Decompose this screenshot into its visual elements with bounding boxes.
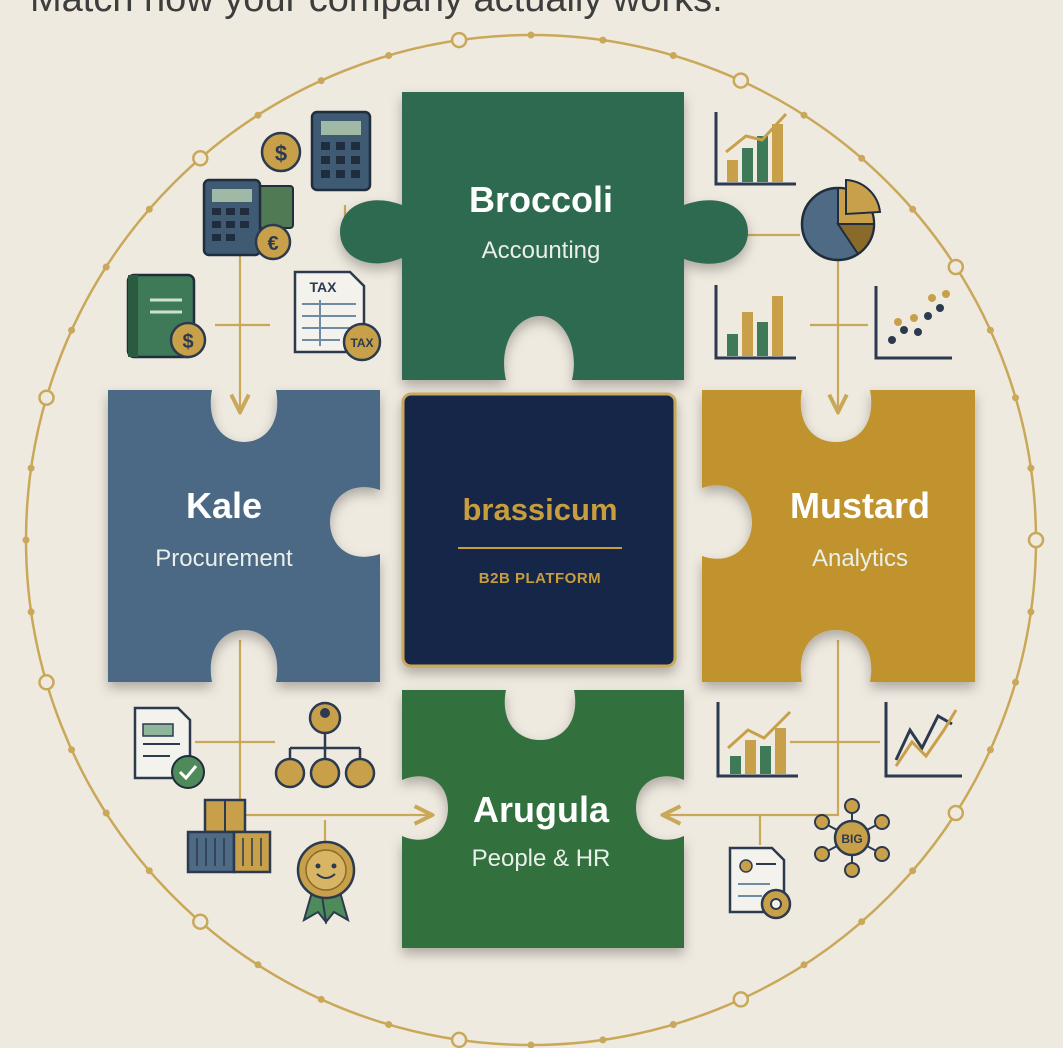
ring-dot [38,674,55,691]
center-subtitle: B2B PLATFORM [479,570,601,587]
module-kale[interactable] [108,390,380,682]
bar-chart-trend-icon [716,702,798,778]
calculator-money-icon [202,178,294,257]
ring-dots [22,31,1045,1048]
ring-dot [669,52,677,59]
ring-dot [800,111,808,119]
tax-form-icon: TAX TAX [293,270,382,362]
award-badge-icon [296,840,356,925]
ring-dot [317,77,325,85]
module-broccoli[interactable] [340,92,748,380]
center-platform[interactable] [401,392,677,668]
svg-text:$: $ [182,331,193,353]
ring-dot [858,154,866,162]
ring-dot [27,608,35,616]
kale-puzzle-piece [108,390,380,682]
arugula-title: Arugula [473,789,610,830]
ledger-book-icon: $ [126,273,207,359]
ring-dot [669,1021,677,1028]
broccoli-subtitle: Accounting [482,237,601,264]
broccoli-title: Broccoli [469,179,613,220]
ring-dot [102,263,110,271]
ring-dot [68,326,76,334]
ring-dot [450,31,468,49]
ring-dot [1027,464,1035,472]
ring-dot [800,961,808,969]
ring-dot [527,1041,535,1048]
svg-text:BIG: BIG [841,832,862,846]
shipping-boxes-icon [186,798,272,874]
ring-dot [38,389,55,406]
bar-chart-trend-icon [714,112,796,186]
mustard-title: Mustard [790,485,930,526]
mustard-puzzle-piece [702,390,975,682]
svg-text:TAX: TAX [310,279,338,295]
ring-dot [909,867,917,875]
euro-coin-icon: € [254,223,292,261]
ring-dot [317,995,325,1003]
outer-ring [22,31,1045,1048]
org-chart-icon [274,701,376,789]
ring-dot [858,918,866,926]
profile-settings-icon [728,846,792,920]
ring-dot [22,536,30,544]
ring-dot [947,804,965,822]
ring-dot [909,205,917,213]
ring-dot [1012,394,1019,402]
tagline: Match how your company actually works. [30,0,723,21]
pie-chart-icon [800,178,882,262]
ring-dot [599,36,607,44]
svg-text:$: $ [275,141,287,166]
svg-text:€: € [267,233,278,255]
calculator-icon [310,110,372,192]
ring-dot [527,31,535,39]
mustard-subtitle: Analytics [812,545,908,572]
ring-dot [192,150,209,167]
module-arugula[interactable] [402,690,684,948]
bar-chart-icon [714,285,796,360]
ring-dot [947,258,965,276]
ring-dot [1027,531,1045,549]
ring-dot [732,991,750,1008]
svg-text:TAX: TAX [350,336,373,350]
center-square [401,392,677,668]
kale-subtitle: Procurement [155,545,293,572]
ring-dot [1027,608,1035,616]
dollar-coin-icon: $ [260,131,302,173]
module-mustard[interactable] [702,390,975,682]
ring-dot [599,1036,607,1044]
ring-dot [254,111,262,119]
ring-dot [102,809,110,817]
ring-dot [732,72,750,89]
ring-dot [145,205,153,213]
scatter-plot-icon [874,286,952,360]
center-name: brassicum [462,492,617,527]
broccoli-puzzle-piece [340,92,748,380]
connector-line [665,640,840,815]
kale-title: Kale [186,485,262,526]
ring-dot [986,326,994,334]
line-chart-icon [884,702,962,778]
invoice-check-icon [133,706,205,789]
ring-dot [254,961,262,969]
ring-dot [68,746,76,754]
ring-dot [986,746,994,754]
arugula-subtitle: People & HR [472,845,611,872]
ring-dot [385,1021,393,1028]
ring-dot [192,913,209,930]
ring-dot [1012,678,1019,686]
ring-dot [145,867,153,875]
ring-dot [450,1031,468,1048]
big-data-network-icon: BIG [814,798,890,878]
ring-dot [385,52,393,59]
arugula-puzzle-piece [402,690,684,948]
ring-dot [27,464,35,472]
